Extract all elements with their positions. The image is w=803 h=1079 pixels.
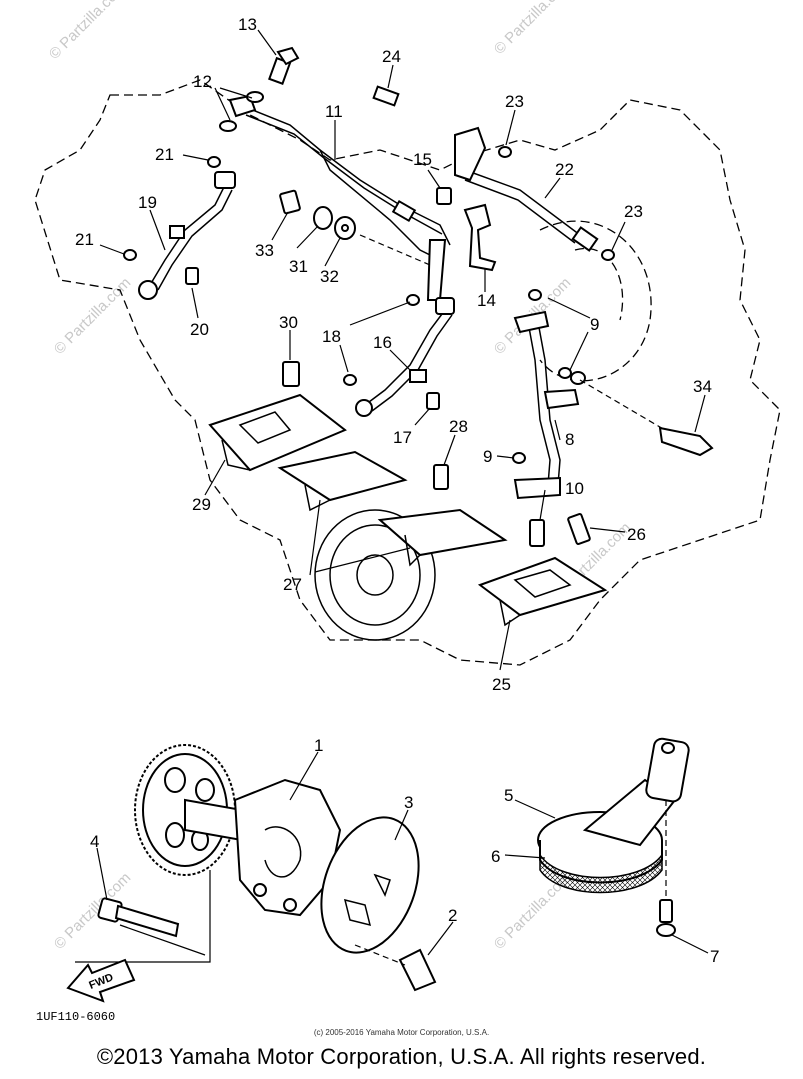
callout-2: 2 [448,906,457,925]
oil-pump-assembly [66,744,437,1003]
callout-21: 21 [155,145,174,164]
callout-26: 26 [627,525,646,544]
callout-9: 9 [590,315,599,334]
lower-leader-lines [96,751,709,956]
callout-33: 33 [255,241,274,260]
callout-4: 4 [90,832,99,851]
pulley-outline [314,509,436,641]
oil-strainer-assembly [537,737,690,937]
callout-18: 18 [322,327,341,346]
callout-29: 29 [192,495,211,514]
callout-34: 34 [693,377,712,396]
callout-23: 23 [505,92,524,111]
callout-8: 8 [565,430,574,449]
callout-6: 6 [491,847,500,866]
callout-7: 7 [710,947,719,966]
callout-20: 20 [190,320,209,339]
callout-28: 28 [449,417,468,436]
callout-27: 27 [283,575,302,594]
oil-pipe-16 [355,297,455,417]
small-copyright: (c) 2005-2016 Yamaha Motor Corporation, … [313,1028,490,1037]
callout-11: 11 [325,102,343,121]
oil-pipe-19 [138,171,236,300]
callout-12: 12 [193,72,212,91]
callout-31: 31 [289,257,308,276]
callout-9: 9 [483,447,492,466]
callout-1: 1 [314,736,323,755]
callout-15: 15 [413,150,432,169]
oil-pipe-8 [513,310,580,500]
baffle-plates [208,393,608,627]
callout-labels: 13 12 24 11 23 21 15 22 23 19 21 33 31 3… [75,15,719,966]
leader-lines [99,29,706,671]
fasteners [123,46,714,547]
callout-14: 14 [477,291,496,310]
callout-19: 19 [138,193,157,212]
watermark: © Partzilla.com [51,274,134,357]
watermark: © Partzilla.com [491,0,574,58]
callout-21: 21 [75,230,94,249]
callout-10: 10 [565,479,584,498]
callout-17: 17 [393,428,412,447]
callout-13: 13 [238,15,257,34]
copyright-notice: ©2013 Yamaha Motor Corporation, U.S.A. A… [96,1044,707,1069]
oil-pipe-11 [228,94,451,301]
callout-24: 24 [382,47,401,66]
oil-pipe-22 [454,126,599,252]
callout-3: 3 [404,793,413,812]
callout-23: 23 [624,202,643,221]
callout-5: 5 [504,786,513,805]
callout-22: 22 [555,160,574,179]
callout-30: 30 [279,313,298,332]
callout-32: 32 [320,267,339,286]
callout-16: 16 [373,333,392,352]
crankcase-outline [34,79,781,666]
drawing-code: 1UF110-6060 [36,1010,116,1024]
watermark: © Partzilla.com [46,0,129,63]
callout-25: 25 [492,675,511,694]
